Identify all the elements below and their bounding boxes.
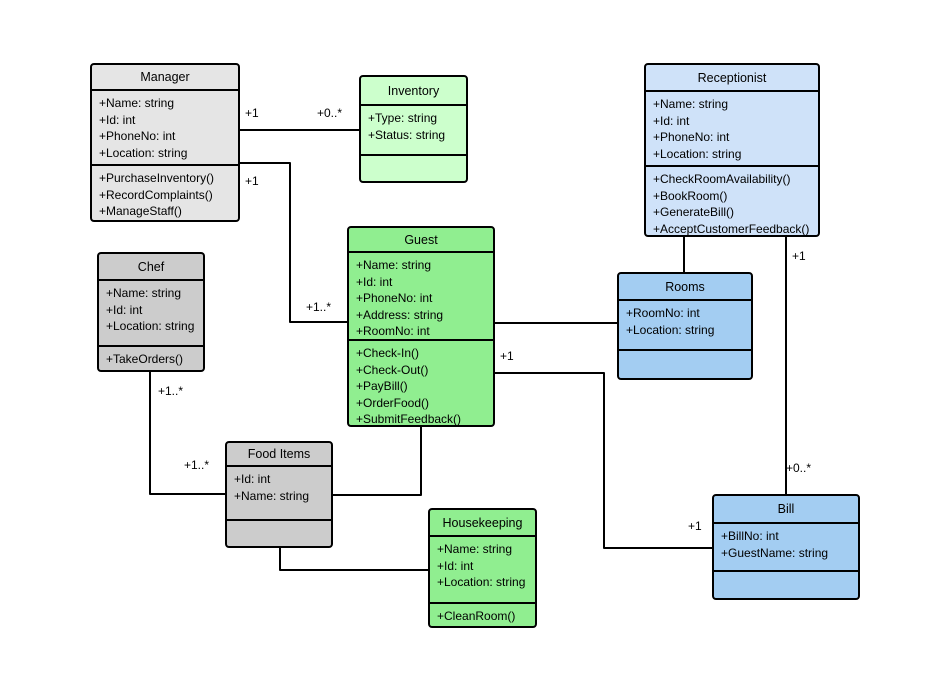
attribute: +PhoneNo: int [99,129,176,143]
method: +ManageStaff() [99,204,182,218]
attributes-section-rooms: +RoomNo: int +Location: string [619,299,751,349]
attribute: +RoomNo: int [356,324,430,338]
attributes-section-manager: +Name: string +Id: int +PhoneNo: int +Locat… [92,89,238,164]
class-title-manager: Manager [140,70,190,84]
class-bill[interactable]: Bill +BillNo: int +GuestName: string [712,494,860,600]
attribute: +Status: string [368,127,446,142]
method: +Check-In() [356,346,420,360]
attribute: +Location: string [653,146,742,161]
attribute: +Id: int [653,113,690,128]
class-chef[interactable]: Chef +Name: string +Id: int +Location: stri… [97,252,205,372]
method: +CheckRoomAvailability() [653,172,791,186]
multiplicity-label: +0..* [317,106,343,120]
attributes-section-bill: +BillNo: int +GuestName: string [714,522,858,570]
attribute: +RoomNo: int [626,306,700,320]
attribute: +Location: string [106,319,195,333]
connector-food-items-housekeeping [279,548,428,571]
attribute: +Location: string [99,145,188,160]
class-title-food-items: Food Items [247,447,311,461]
attributes-section-inventory: +Type: string +Status: string [361,104,466,154]
methods-section-food-items [227,519,331,546]
method: +PurchaseInventory() [99,171,215,185]
attributes-section-housekeeping: +Name: string +Id: int +Location: string [430,535,535,602]
class-title-bill: Bill [777,502,795,516]
multiplicity-label: +1..* [158,384,184,398]
methods-section-rooms [619,349,751,378]
multiplicity-label: +1 [500,349,514,363]
method: +Check-Out() [356,362,429,377]
methods-section-chef: +TakeOrders() [99,345,203,370]
method: +PayBill() [356,379,408,393]
attribute: +PhoneNo: int [653,130,730,144]
attribute: +Name: string [234,488,310,503]
attribute: +Name: string [356,258,432,272]
attributes-section-receptionist: +Name: string +Id: int +PhoneNo: int +Locat… [646,90,818,165]
class-title-chef: Chef [137,259,165,274]
multiplicity-label: +1 [245,174,259,188]
multiplicity-label: +1 [792,249,806,263]
attribute: +PhoneNo: int [356,291,433,305]
attribute: +Location: string [626,322,715,337]
attribute: +BillNo: int [721,529,779,543]
class-housekeeping[interactable]: Housekeeping +Name: string +Id: int +Locati… [428,508,537,628]
connector-manager-guest [240,162,347,323]
class-title-inventory: Inventory [387,83,440,98]
attribute: +Type: string [368,111,438,125]
attribute: +Name: string [437,542,513,556]
multiplicity-label: +1..* [184,458,210,472]
attribute: +Id: int [437,558,474,573]
attribute: +Id: int [99,112,136,127]
class-title-rooms: Rooms [665,279,705,294]
method: +BookRoom() [653,188,728,203]
attribute: +Name: string [99,96,175,110]
method: +TakeOrders() [106,352,184,366]
class-guest[interactable]: Guest+Name: string+Id: int+PhoneNo: int+… [347,226,495,427]
class-manager[interactable]: Manager +Name: string +Id: int +PhoneNo: in… [90,63,240,222]
multiplicity-label: +0..* [786,461,812,475]
class-rooms[interactable]: Rooms +RoomNo: int +Location: string [617,272,753,380]
attribute: +Address: string [356,307,444,322]
methods-section-guest: +Check-In() +Check-Out() +PayBill() +OrderF… [349,339,493,425]
attribute: +Id: int [106,302,143,317]
method: +AcceptCustomerFeedback() [653,221,810,236]
method: +RecordComplaints() [99,187,213,202]
class-inventory[interactable]: Inventory +Type: string +Status: string [359,75,468,183]
methods-section-bill [714,570,858,598]
multiplicity-label: +1 [688,519,702,533]
class-title-housekeeping: Housekeeping [442,515,523,530]
attribute: +Name: string [653,97,729,111]
connector-guest-food-items [333,427,422,496]
class-title-guest: Guest [404,232,438,247]
methods-section-inventory [361,154,466,181]
class-food-items[interactable]: Food Items +Id: int +Name: string [225,441,333,548]
method: +OrderFood() [356,395,430,410]
attributes-section-chef: +Name: string +Id: int +Location: string [99,279,203,345]
attribute: +Name: string [106,286,182,300]
method: +SubmitFeedback() [356,412,462,425]
attribute: +GuestName: string [721,545,829,560]
connector-chef-food-items [149,372,225,495]
method: +GenerateBill() [653,205,735,219]
attribute: +Location: string [437,575,526,589]
connector-guest-bill [495,372,712,549]
attribute: +Id: int [356,274,393,289]
class-title-receptionist: Receptionist [697,70,767,85]
method: +CleanRoom() [437,609,516,623]
methods-section-receptionist: +CheckRoomAvailability() +BookRoom() +Gene… [646,165,818,235]
attribute: +Id: int [234,472,271,486]
methods-section-housekeeping: +CleanRoom() [430,602,535,626]
attributes-section-guest: +Name: string +Id: int +PhoneNo: int +Addre… [349,251,493,339]
multiplicity-label: +1 [245,106,259,120]
methods-section-manager: +PurchaseInventory() +RecordComplaints() +… [92,164,238,220]
class-receptionist[interactable]: Receptionist +Name: string +Id: int +PhoneN… [644,63,820,237]
multiplicity-label: +1..* [306,300,332,314]
attributes-section-food-items: +Id: int +Name: string [227,465,331,519]
